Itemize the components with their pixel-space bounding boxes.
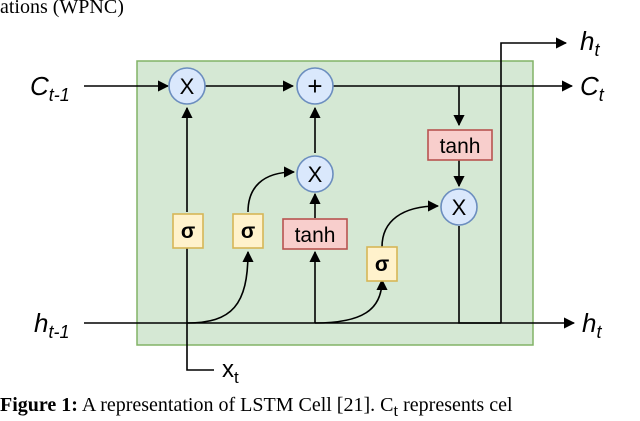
forget-sigma-gate: σ	[172, 213, 204, 249]
forget-multiply-node: X	[168, 67, 206, 105]
output-sigma-label: σ	[375, 253, 389, 276]
cell-tanh-gate: tanh	[427, 129, 493, 161]
h-t-top-label: ht	[580, 26, 600, 60]
edge-isigma-to-imult	[247, 166, 296, 213]
x-t-label: xt	[222, 356, 239, 387]
candidate-tanh-gate: tanh	[282, 218, 348, 250]
caption-sub: t	[393, 401, 399, 420]
figure-caption: Figure 1: A representation of LSTM Cell …	[0, 394, 513, 421]
cell-tanh-label: tanh	[440, 135, 481, 158]
add-node: +	[296, 67, 334, 105]
output-multiply-node: X	[440, 188, 478, 226]
header-fragment: ations (WPNC)	[0, 0, 124, 18]
forget-sigma-label: σ	[181, 220, 195, 243]
output-sigma-gate: σ	[366, 246, 398, 282]
h-t-bottom-label: ht	[582, 308, 602, 342]
edge-ht-to-top	[500, 37, 568, 323]
caption-tail: represents cel	[398, 394, 513, 416]
edge-xt-line	[186, 247, 214, 371]
caption-text: A representation of LSTM Cell [21]. C	[81, 394, 394, 416]
input-sigma-gate: σ	[232, 213, 264, 249]
candidate-tanh-label: tanh	[295, 224, 336, 247]
edge-h-to-osigma	[314, 278, 388, 324]
output-multiply-label: X	[452, 195, 467, 220]
input-sigma-label: σ	[241, 220, 255, 243]
input-multiply-label: X	[308, 162, 323, 187]
edge-osigma-to-omult	[381, 200, 440, 248]
c-prev-label: Ct-1	[30, 71, 70, 105]
caption-label: Figure 1:	[0, 394, 78, 416]
edge-h-to-isigma	[186, 250, 254, 324]
c-t-label: Ct	[580, 71, 605, 105]
h-prev-label: ht-1	[34, 308, 69, 342]
forget-multiply-label: X	[180, 74, 195, 99]
input-multiply-node: X	[296, 155, 334, 193]
add-label: +	[307, 71, 322, 101]
